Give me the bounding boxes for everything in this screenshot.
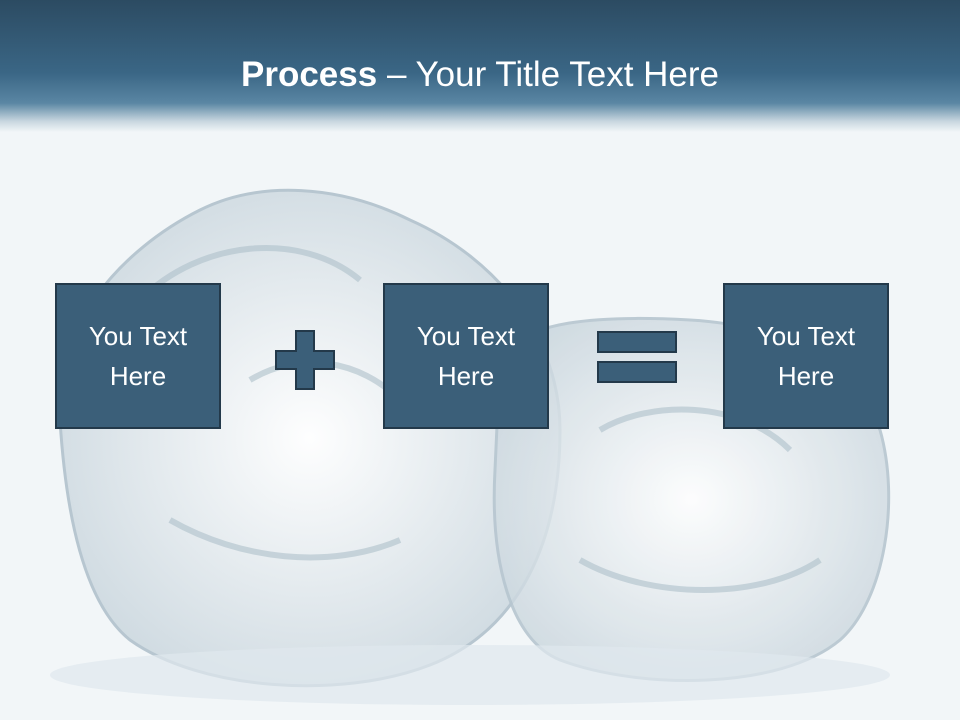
slide-title[interactable]: Process – Your Title Text Here (0, 52, 960, 98)
title-banner (0, 0, 960, 132)
plus-icon (275, 330, 335, 390)
step-box-3[interactable]: You Text Here (723, 283, 889, 429)
title-rest: – Your Title Text Here (377, 55, 719, 94)
title-bold: Process (241, 55, 378, 94)
step-box-2[interactable]: You Text Here (383, 283, 549, 429)
equals-icon (597, 331, 677, 383)
step-box-1[interactable]: You Text Here (55, 283, 221, 429)
